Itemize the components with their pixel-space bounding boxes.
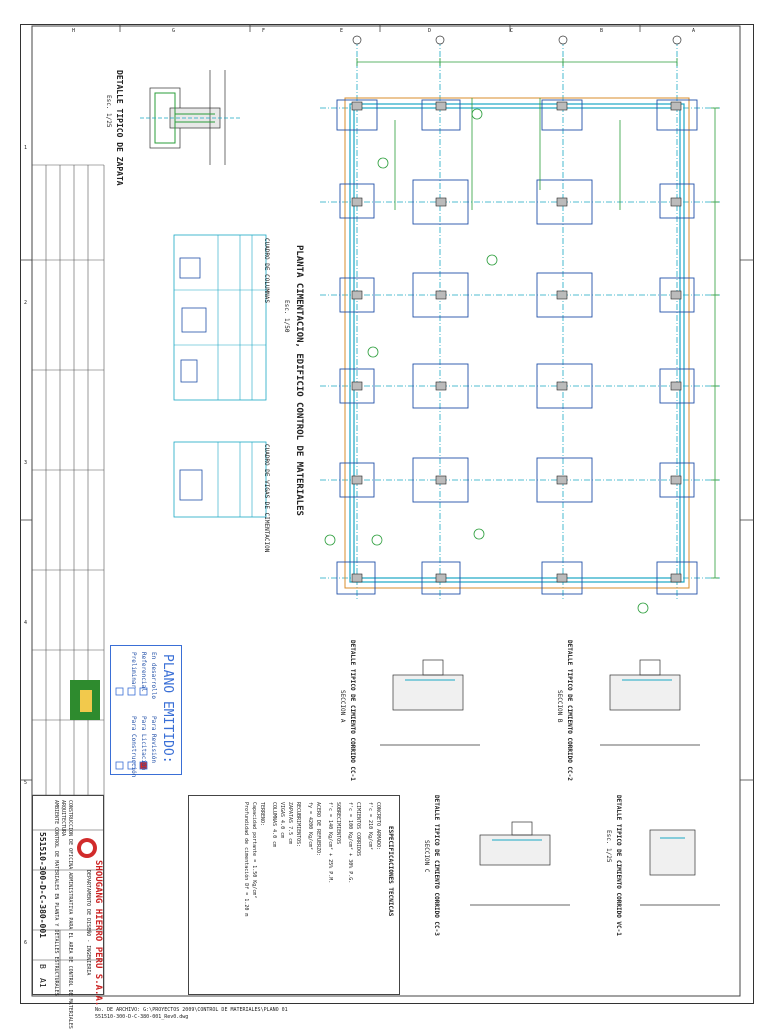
note-line: Capacidad portante = 1.50 Kg/cm²	[251, 802, 257, 899]
note-line: TERRENO:	[259, 802, 265, 827]
grid-number: 2	[24, 300, 28, 306]
stamp-option-3: Preliminar	[130, 652, 137, 689]
zapata-detail-title: DETALLE TIPICO DE ZAPATA	[115, 70, 124, 186]
note-line: RECUBRIMIENTOS:	[295, 802, 301, 848]
grid-letter: D	[428, 28, 432, 34]
cc2-section: SECCION B	[556, 690, 563, 723]
grid-letter: C	[510, 28, 514, 34]
note-line: ACERO DE REFUERZO:	[315, 802, 321, 857]
vc1-detail-scale: Esc. 1/25	[605, 830, 612, 863]
note-line: VIGAS 4.0 cm	[279, 802, 285, 839]
grid-letter: G	[172, 28, 176, 34]
department: DEPARTAMENTO DE DISEÑO - INGENIERIA	[85, 870, 91, 976]
stamp-option-1: En desarrollo	[150, 652, 157, 699]
stamp-option-2: Referencial	[140, 652, 147, 692]
technical-notes: ESPECIFICACIONES TECNICAS CONCRETO ARMAD…	[188, 795, 400, 995]
note-line: COLUMNAS 4.0 cm	[271, 802, 277, 848]
issued-stamp: PLANO EMITIDO: En desarrollo Referencial…	[110, 645, 182, 778]
zapata-detail-scale: Esc. 1/25	[105, 95, 112, 128]
project-line-3: AMBIENTE CONTROL DE MATERIALES EN PLANTA…	[53, 800, 59, 996]
note-line: SOBRECIMIENTOS	[335, 802, 341, 845]
stamp-option-5: Para Licitación	[140, 716, 147, 771]
drawing-number: 551510-300-D-C-380-001	[38, 832, 47, 938]
note-line: ZAPATAS 7.5 cm	[287, 802, 293, 845]
cc1-section: SECCION A	[339, 690, 346, 723]
sheet-size: A1	[38, 978, 47, 988]
note-line: f'c = 100 Kg/cm² + 30% P.G.	[347, 802, 353, 884]
note-line: f'c = 140 Kg/cm² + 25% P.M.	[327, 802, 333, 884]
project-line-2: ARQUITECTURA	[60, 800, 66, 837]
stamp-title: PLANO EMITIDO:	[160, 654, 175, 764]
grid-number: 5	[24, 780, 28, 786]
note-line: CONCRETO ARMADO:	[375, 802, 381, 851]
grid-number: 3	[24, 460, 28, 466]
grid-letter: H	[72, 28, 76, 34]
grid-letter: F	[262, 28, 266, 34]
column-table-title: CUADRO DE COLUMNAS	[263, 238, 270, 304]
note-line: CIMIENTOS CORRIDOS	[355, 802, 361, 857]
file-path-1: No. DE ARCHIVO: G:\PROYECTOS 2009\CONTRO…	[95, 1007, 288, 1013]
cc3-detail-title: DETALLE TIPICO DE CIMIENTO CORRIDO CC-3	[433, 795, 440, 936]
cc2-detail-title: DETALLE TIPICO DE CIMIENTO CORRIDO CC-2	[566, 640, 573, 781]
grid-number: 6	[24, 940, 28, 946]
cc1-detail-title: DETALLE TIPICO DE CIMIENTO CORRIDO CC-1	[349, 640, 356, 781]
title-block: SHOUGANG HIERRO PERU S.A.A. DEPARTAMENTO…	[32, 795, 104, 1029]
vc1-detail-title: DETALLE TIPICO DE CIMIENTO CORRIDO VC-1	[615, 795, 622, 936]
plan-scale: Esc. 1/50	[283, 300, 290, 333]
grid-number: 1	[24, 145, 28, 151]
grid-letter: E	[340, 28, 344, 34]
grid-letter: B	[600, 28, 604, 34]
note-line: fy = 4200 Kg/cm²	[307, 802, 313, 851]
grid-number: 4	[24, 620, 28, 626]
plan-title: PLANTA CIMENTACION, EDIFICIO CONTROL DE …	[294, 245, 304, 516]
cc3-section: SECCION C	[423, 840, 430, 873]
drawing-sheet-border	[20, 24, 754, 1004]
revision: B	[38, 964, 47, 969]
stamp-option-4: Para Revisión	[150, 716, 157, 763]
beam-table-title: CUADRO DE VIGAS DE CIMENTACION	[263, 444, 270, 553]
company-name: SHOUGANG HIERRO PERU S.A.A.	[93, 860, 103, 1007]
note-line: f'c = 210 Kg/cm²	[367, 802, 373, 851]
project-line-1: CONSTRUCCION DE OFICINA ADMINISTRATIVA P…	[67, 800, 73, 1029]
notes-title: ESPECIFICACIONES TECNICAS	[387, 826, 394, 917]
stamp-option-6: Para Construcción	[130, 716, 137, 778]
note-line: Profundidad de cimentación Df = 1.20 m	[243, 802, 249, 917]
file-path-2: 551510-300-D-C-380-001_Rev0.dwg	[95, 1014, 189, 1020]
grid-letter: A	[692, 28, 696, 34]
